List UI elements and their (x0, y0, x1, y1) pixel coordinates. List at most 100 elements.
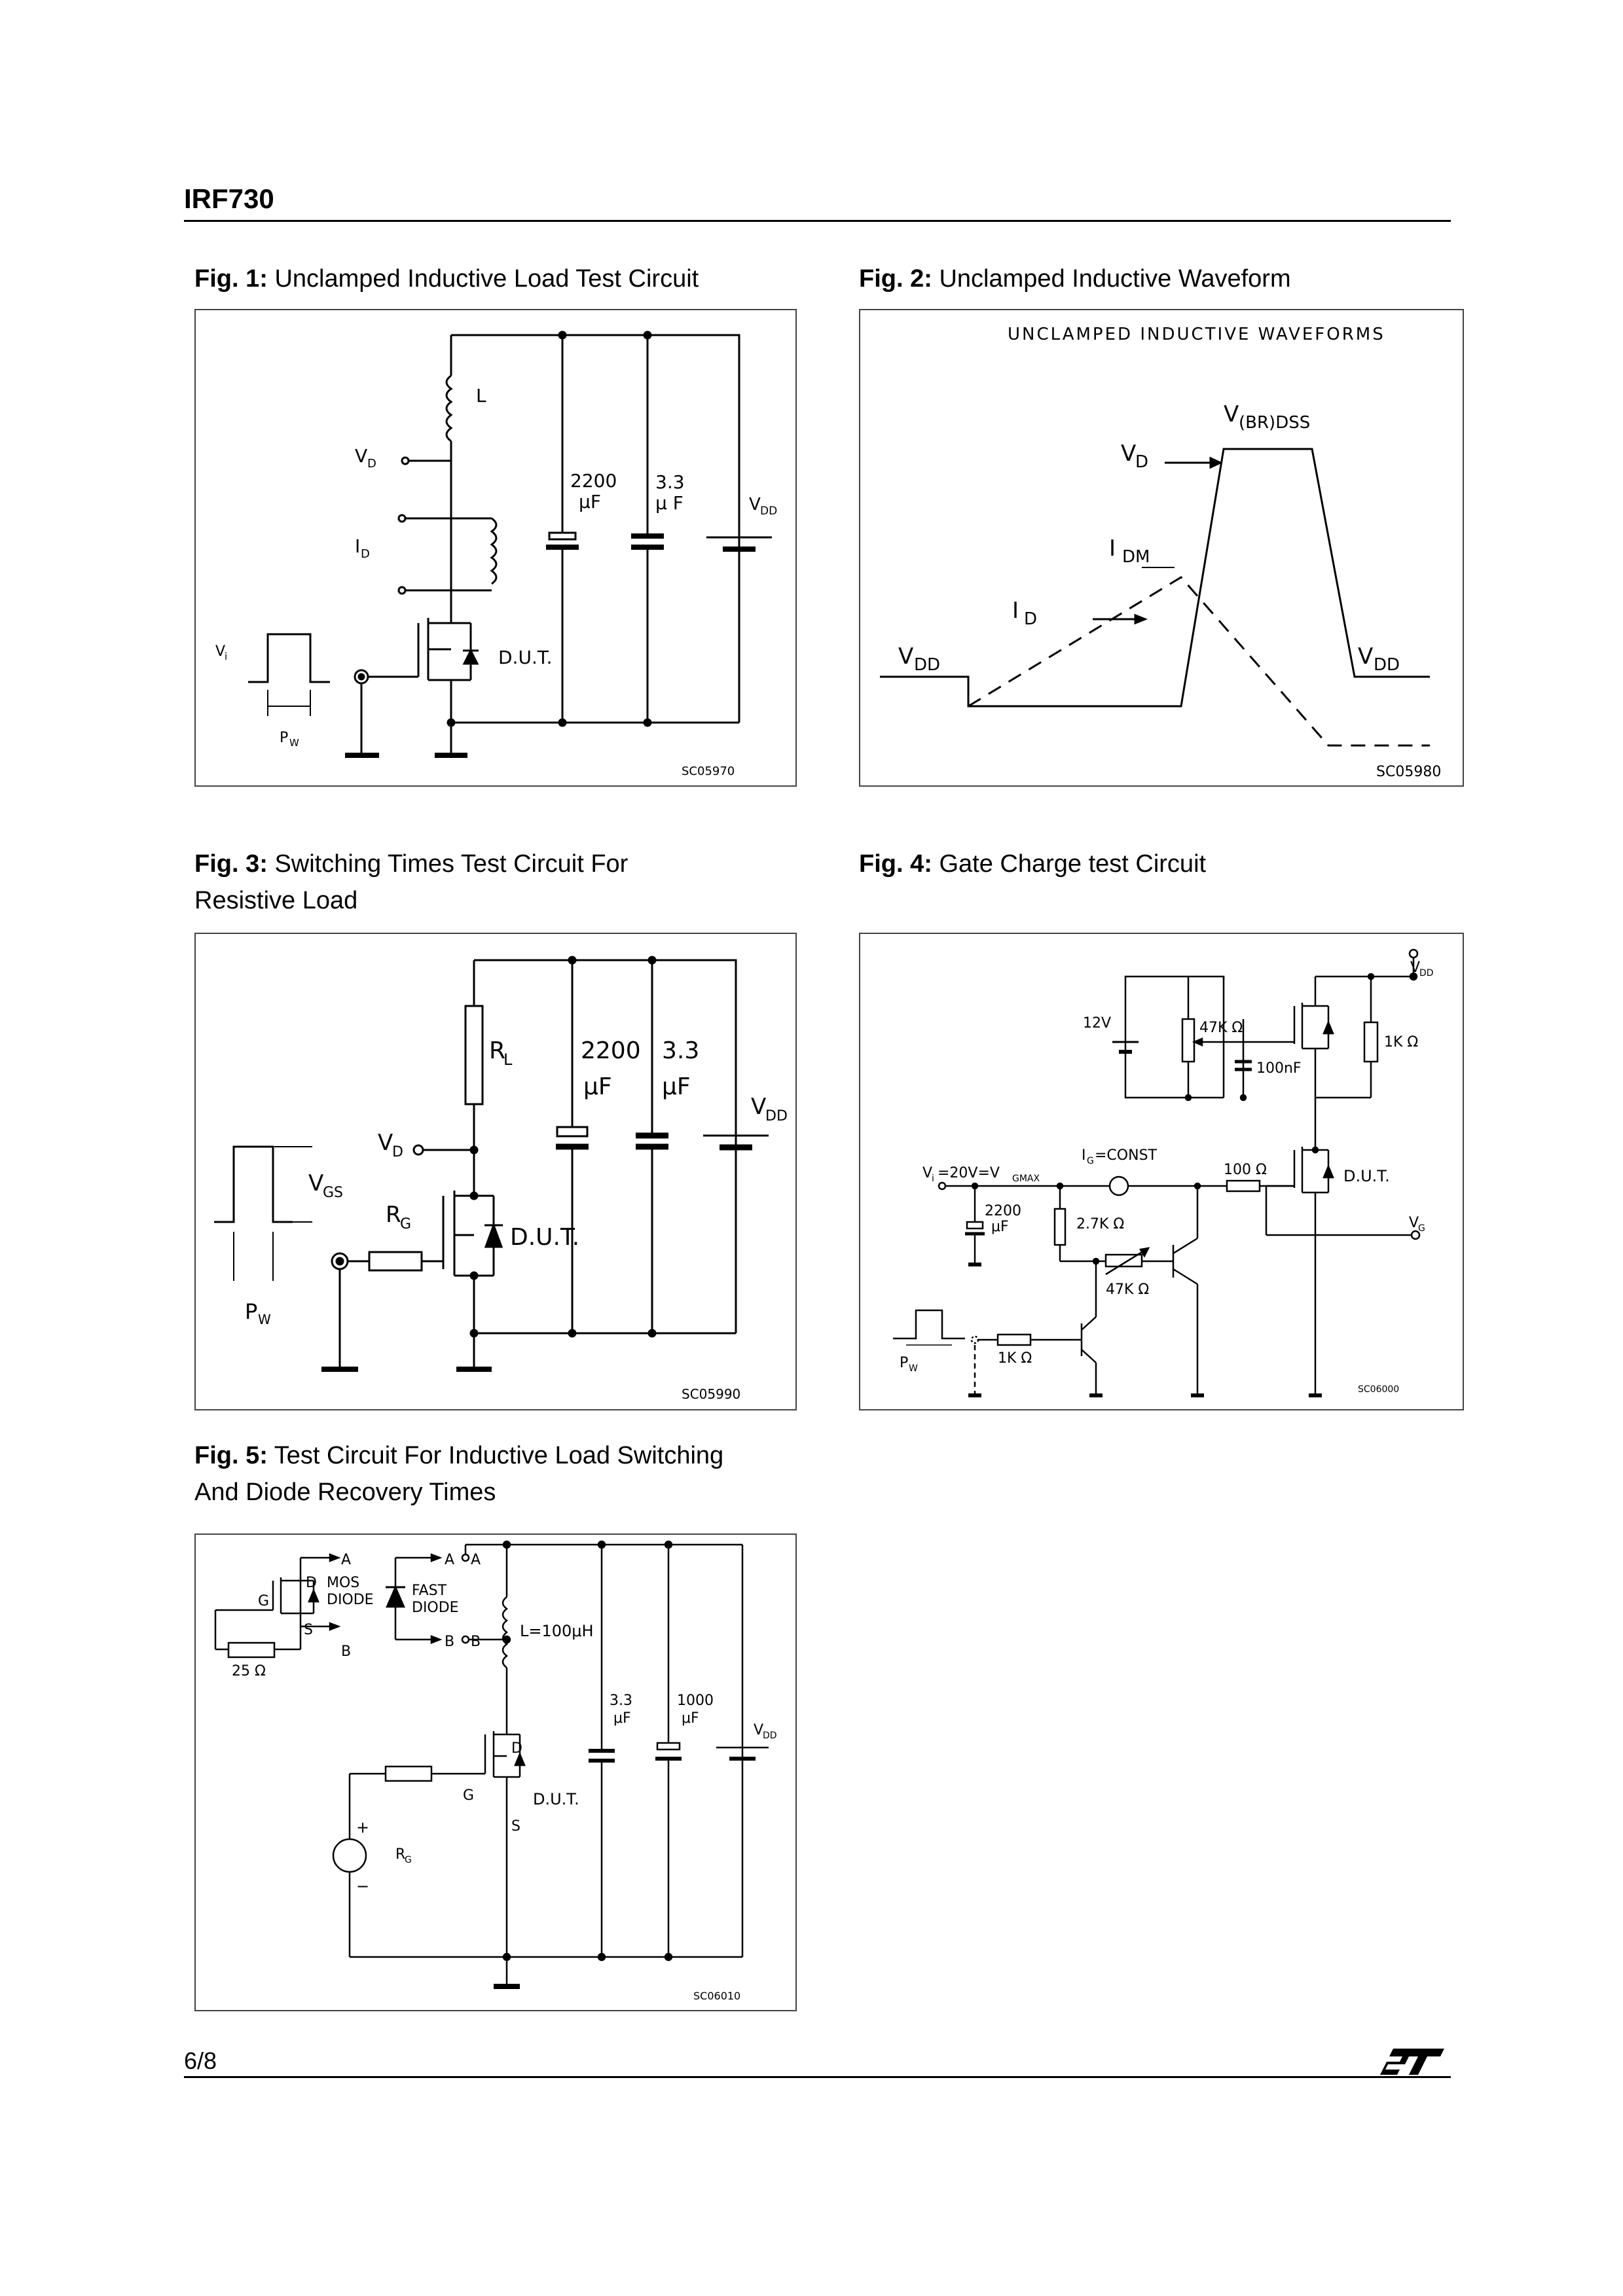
fig5-caption: Fig. 5: Test Circuit For Inductive Load … (194, 1437, 723, 1511)
fig3-caption: Fig. 3: Switching Times Test Circuit For… (194, 846, 628, 919)
fig5-label-c2-unit: μF (682, 1710, 699, 1727)
fig4-label-vi: V (922, 1165, 932, 1181)
fig3-label-c1-unit: μF (583, 1073, 612, 1100)
fig2-label-vdd-left: V (898, 643, 913, 670)
fig3-label-vd-sub: D (392, 1144, 403, 1160)
fig4-label-1k-base: 1K Ω (998, 1350, 1032, 1367)
fig4-label-vdd: V (1410, 960, 1420, 976)
fig1-label-vdd: V (749, 495, 761, 514)
fig1-label-c2-unit: μ F (655, 492, 684, 514)
header-rule (184, 220, 1451, 222)
fig5-label-c2-value: 1000 (677, 1693, 714, 1709)
fig2-label-idm-sub: DM (1122, 547, 1150, 567)
fig4-label-vg: V (1409, 1215, 1419, 1231)
fig4-label-12v: 12V (1083, 1015, 1111, 1031)
fig5-number: Fig. 5: (194, 1442, 268, 1469)
fig1-number: Fig. 1: (194, 265, 268, 293)
fig4-label-pw-sub: W (909, 1363, 918, 1374)
fig1-label-vd: V (355, 445, 367, 467)
fig5-label-l100: L=100μH (520, 1622, 594, 1640)
page-number: 6/8 (184, 2047, 217, 2074)
fig5-code: SC06010 (693, 1990, 740, 2002)
fig5-title-line1: Test Circuit For Inductive Load Switchin… (274, 1442, 724, 1469)
fig5-label-25ohm: 25 Ω (232, 1663, 266, 1679)
fig4-label-47k: 47K Ω (1199, 1020, 1243, 1036)
fig3-label-rg-sub: G (400, 1216, 411, 1232)
fig4-label-dut: D.U.T. (1343, 1167, 1390, 1185)
fig4-label-100ohm: 100 Ω (1224, 1162, 1267, 1178)
fig5-label-vdd-sub: DD (763, 1731, 777, 1741)
fig2-waveform-diagram: UNCLAMPED INDUCTIVE WAVEFORMS V (BR)DSS … (880, 325, 1441, 780)
fig3-label-pw: P (245, 1299, 257, 1324)
fig3-label-vgs: V (308, 1170, 323, 1196)
fig3-label-pw-sub: W (258, 1312, 271, 1327)
fig4-label-vdd-sub: DD (1419, 968, 1434, 978)
fig1-label-pw-sub: W (289, 737, 299, 749)
fig4-label-vi-rest: =20V=V (938, 1165, 1000, 1181)
fig3-code: SC05990 (682, 1386, 740, 1402)
fig3-label-vgs-sub: GS (323, 1185, 343, 1201)
fig4-label-vi-rest-sub: GMAX (1012, 1174, 1040, 1184)
fig5-label-b-main: B (471, 1634, 481, 1650)
fig1-label-dut: D.U.T. (498, 647, 553, 668)
fig5-label-fast-diode: DIODE (412, 1600, 459, 1616)
fig1-label-id-sub: D (361, 547, 370, 561)
fig4-label-vi-sub: i (932, 1174, 934, 1184)
fig5-label-g-mos: G (258, 1593, 269, 1609)
fig4-circuit-diagram: V DD 12V 47K Ω 1K Ω 100nF I G =CONST V i… (893, 948, 1434, 1397)
document-title: IRF730 (184, 183, 274, 214)
fig1-label-vi: V (215, 643, 225, 660)
fig5-label-dut: D.U.T. (533, 1790, 579, 1808)
fig4-label-47k-var: 47K Ω (1106, 1282, 1149, 1298)
fig2-heading: UNCLAMPED INDUCTIVE WAVEFORMS (1008, 325, 1385, 344)
fig5-label-s-dut: S (511, 1818, 520, 1835)
fig2-label-vbr: V (1224, 401, 1239, 427)
fig2-label-idm: I (1109, 535, 1116, 562)
fig4-number: Fig. 4: (859, 850, 932, 878)
fig3-title-line2: Resistive Load (194, 887, 358, 914)
fig2-frame: UNCLAMPED INDUCTIVE WAVEFORMS V (BR)DSS … (859, 309, 1464, 787)
fig3-label-vd: V (378, 1130, 393, 1156)
fig5-label-a-main: A (471, 1552, 481, 1568)
fig4-title: Gate Charge test Circuit (939, 850, 1207, 878)
fig5-label-a-mos: A (341, 1552, 351, 1568)
fig5-label-d-dut: D (511, 1740, 522, 1757)
fig3-label-c2-value: 3.3 (662, 1037, 699, 1064)
fig5-label-rg: R (395, 1846, 405, 1863)
fig3-label-rl-sub: L (503, 1050, 513, 1069)
fig5-label-a-fast: A (445, 1552, 454, 1568)
fig1-label-pw: P (280, 730, 288, 746)
fig5-label-s-mos: S (304, 1622, 313, 1638)
fig4-label-ig-rest: =CONST (1095, 1147, 1158, 1164)
fig2-title: Unclamped Inductive Waveform (939, 265, 1291, 293)
fig1-caption: Fig. 1: Unclamped Inductive Load Test Ci… (194, 260, 699, 297)
fig5-label-fast: FAST (412, 1583, 447, 1599)
fig1-frame: L V D I D 2200 μF 3.3 μ F V DD V i P W D… (194, 309, 797, 787)
fig5-label-rg-sub: G (405, 1855, 412, 1865)
fig4-label-ig: I (1082, 1147, 1086, 1164)
fig3-circuit-diagram: R L 2200 μF 3.3 μF V DD V D V GS R G D.U… (214, 956, 788, 1402)
fig5-label-minus: − (356, 1877, 369, 1895)
fig3-title-line1: Switching Times Test Circuit For (274, 850, 629, 878)
fig3-number: Fig. 3: (194, 850, 268, 878)
fig5-title-line2: And Diode Recovery Times (194, 1479, 496, 1506)
fig4-label-ig-sub: G (1087, 1156, 1094, 1166)
fig2-label-vdd-right: V (1358, 643, 1373, 670)
fig3-label-dut: D.U.T. (510, 1224, 579, 1251)
fig4-label-2200: 2200 (985, 1203, 1021, 1219)
fig3-label-rl: R (489, 1037, 505, 1064)
fig5-label-plus: + (356, 1818, 369, 1837)
fig3-label-rg: R (386, 1202, 401, 1228)
fig4-label-1k: 1K Ω (1384, 1034, 1418, 1050)
fig4-label-vg-sub: G (1418, 1223, 1425, 1234)
fig1-label-vi-sub: i (225, 651, 227, 662)
fig4-label-2-7k: 2.7K Ω (1076, 1216, 1124, 1232)
fig5-label-d-mos: D (306, 1575, 317, 1591)
fig1-circuit-diagram: L V D I D 2200 μF 3.3 μ F V DD V i P W D… (215, 331, 777, 778)
fig2-number: Fig. 2: (859, 265, 932, 293)
fig1-title: Unclamped Inductive Load Test Circuit (274, 265, 699, 293)
fig5-frame: A D MOS DIODE G S B 25 Ω A A FAST DIODE … (194, 1534, 797, 2011)
fig4-frame: V DD 12V 47K Ω 1K Ω 100nF I G =CONST V i… (859, 933, 1464, 1410)
fig4-label-2200-unit: μF (991, 1219, 1009, 1235)
fig2-label-vbr-sub: (BR)DSS (1239, 413, 1310, 433)
